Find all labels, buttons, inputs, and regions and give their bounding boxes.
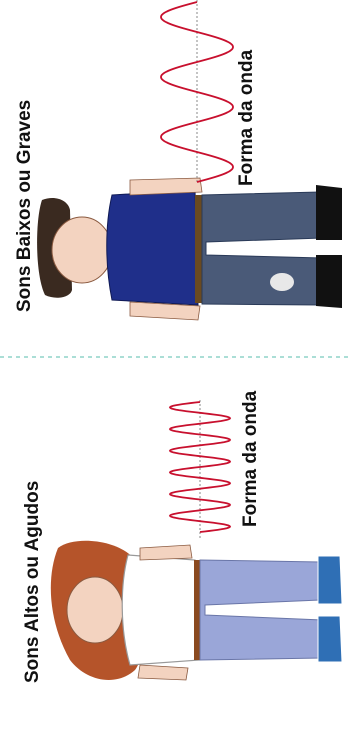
high-pitch-title: Sons Altos ou Agudos	[22, 481, 44, 683]
girl-arm-left	[140, 545, 192, 560]
girl-pants	[200, 560, 322, 660]
boy-shoe-right	[316, 255, 342, 308]
girl-shoe-right	[318, 616, 342, 662]
high-pitch-wave-label: Forma da onda	[240, 391, 262, 527]
boy-face	[52, 217, 112, 283]
girl-arm-right	[138, 665, 188, 680]
girl-shirt	[122, 555, 200, 665]
boy-arm-left	[130, 178, 202, 195]
boy-knee-patch	[270, 273, 294, 291]
girl-shoe-left	[318, 556, 342, 604]
boy-pants	[202, 192, 322, 305]
boy-shoe-left	[316, 185, 342, 240]
boy-shirt	[107, 190, 198, 305]
boy-figure	[37, 178, 342, 320]
girl-figure	[51, 541, 342, 680]
low-pitch-wave-label: Forma da onda	[236, 50, 258, 186]
girl-face	[67, 577, 123, 643]
low-pitch-title: Sons Baixos ou Graves	[14, 100, 36, 312]
